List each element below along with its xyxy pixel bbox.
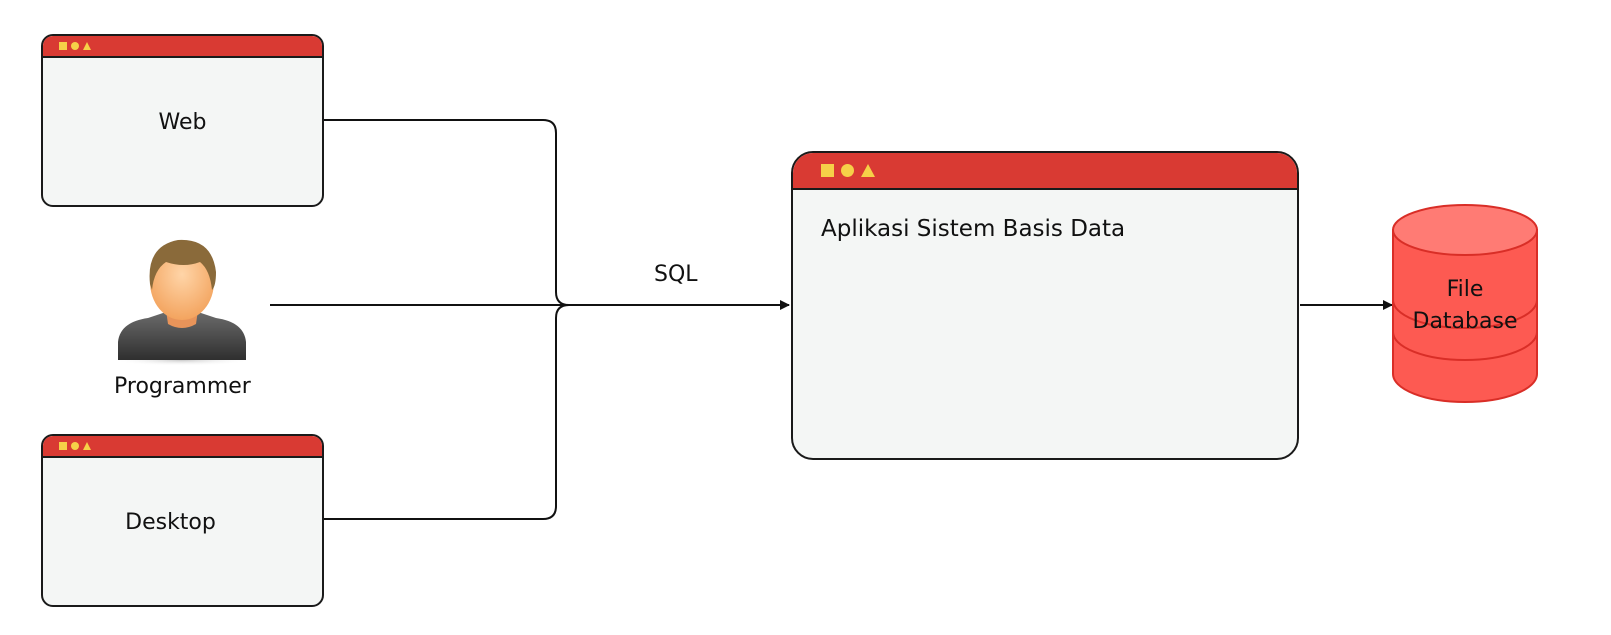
circle-icon [841,164,854,177]
database-cylinder-icon [1392,204,1538,403]
square-icon [59,42,67,50]
edge-desktop-to-junction [324,304,570,520]
app-window: Aplikasi Sistem Basis Data [791,151,1299,460]
desktop-window: Desktop [41,434,324,607]
web-window: Web [41,34,324,207]
window-title-bar [793,153,1297,190]
square-icon [59,442,67,450]
sql-edge-label: SQL [654,262,698,287]
triangle-icon [83,442,91,450]
database-label: File Database [1412,277,1518,334]
window-title-bar [43,36,322,58]
circle-icon [71,42,79,50]
programmer-person-icon [112,239,252,366]
web-label: Web [158,110,207,135]
triangle-icon [83,42,91,50]
triangle-icon [861,164,875,177]
app-label: Aplikasi Sistem Basis Data [821,216,1126,242]
edge-web-to-junction [324,119,570,306]
desktop-label: Desktop [125,510,216,535]
programmer-label: Programmer [114,374,251,399]
circle-icon [71,442,79,450]
window-title-bar [43,436,322,458]
square-icon [821,164,834,177]
